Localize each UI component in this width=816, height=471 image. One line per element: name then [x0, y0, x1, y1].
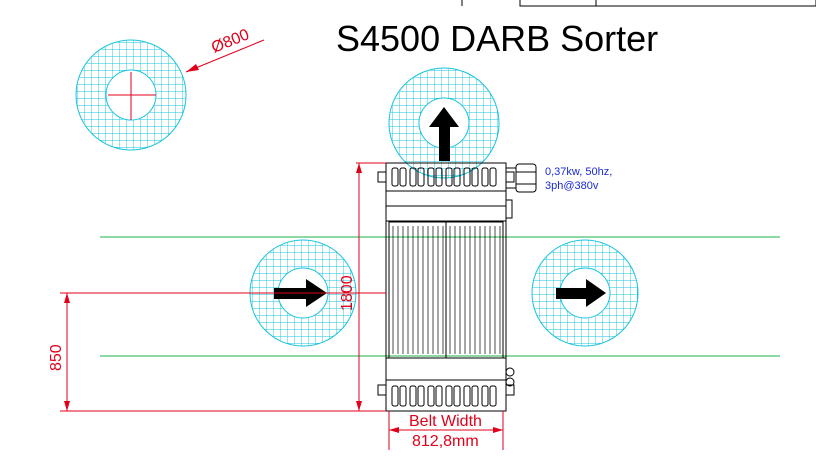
arrow-right-icon — [556, 279, 606, 307]
motor-icon — [505, 163, 537, 387]
zone-circle-top — [388, 67, 500, 179]
belt-width-label: Belt Width — [409, 413, 482, 430]
zone-circle-topleft — [75, 39, 187, 151]
motor-spec-line2: 3ph@380v — [545, 180, 599, 192]
center-crosshair-icon — [108, 72, 156, 120]
zone-circle-right — [531, 239, 639, 347]
motor-spec-line1: 0,37kw, 50hz, — [545, 166, 612, 178]
center-height-label: 850 — [48, 344, 65, 371]
belt-width-value: 812,8mm — [412, 433, 479, 450]
drawing-title: S4500 DARB Sorter — [336, 18, 658, 59]
sorter-machine — [377, 162, 537, 412]
belt-width-dimension — [388, 411, 504, 450]
arrow-up-icon — [429, 107, 459, 161]
roller-bank-bottom — [391, 385, 497, 407]
roller-bank-top — [391, 167, 497, 187]
center-height-dimension — [60, 292, 386, 412]
